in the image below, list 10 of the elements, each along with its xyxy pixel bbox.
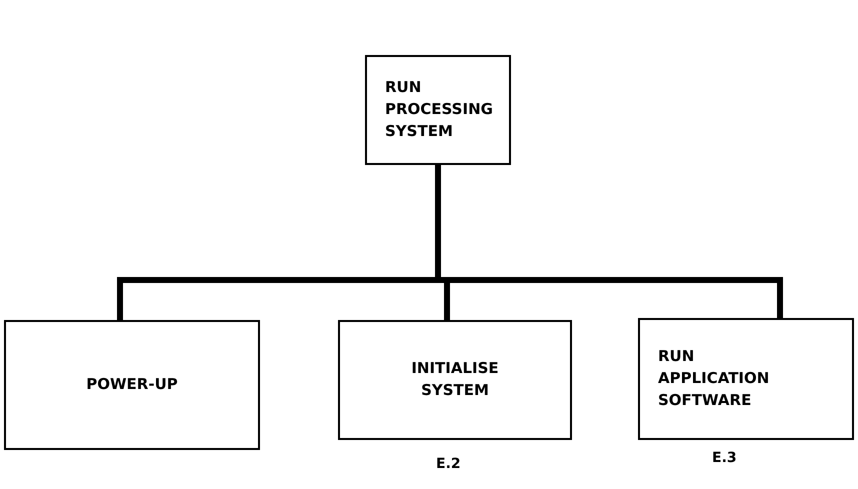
process-box xyxy=(638,318,854,440)
box-label: RUN PROCESSING SYSTEM xyxy=(385,77,493,142)
box-label: INITIALISE SYSTEM xyxy=(410,358,500,401)
process-box xyxy=(4,320,260,450)
reference-label: E.2 xyxy=(436,456,461,472)
process-box xyxy=(338,320,572,440)
reference-label: E.3 xyxy=(712,450,737,466)
process-box xyxy=(365,55,511,165)
box-label: POWER-UP xyxy=(86,374,178,396)
box-label: RUN APPLICATION SOFTWARE xyxy=(658,346,770,411)
